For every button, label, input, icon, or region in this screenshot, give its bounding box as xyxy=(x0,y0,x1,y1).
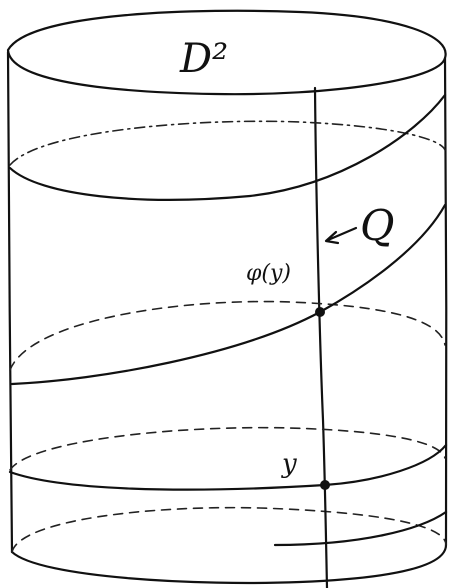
image-point-label: φ(y) xyxy=(246,261,291,286)
slice-3-back xyxy=(9,426,446,471)
slice-1-back xyxy=(9,120,446,166)
slice-2-back xyxy=(9,300,446,371)
point-label: y xyxy=(281,449,297,479)
right-wall xyxy=(443,56,448,547)
helix-bottom-segment xyxy=(273,510,448,547)
bottom-ellipse-back xyxy=(11,506,447,553)
point-phi-y xyxy=(315,307,325,317)
curve-label: Q xyxy=(360,201,394,250)
q-arrow-shaft xyxy=(326,226,358,242)
disk-label: D² xyxy=(179,36,228,82)
point-y xyxy=(320,480,330,490)
bottom-ellipse-front xyxy=(10,543,448,585)
left-wall xyxy=(6,50,14,554)
helix-middle-segment xyxy=(10,203,447,386)
helix-top-segment xyxy=(8,93,447,201)
helix-lower-segment xyxy=(8,443,448,491)
vertical-line xyxy=(313,86,329,588)
q-arrow-head xyxy=(324,230,340,245)
